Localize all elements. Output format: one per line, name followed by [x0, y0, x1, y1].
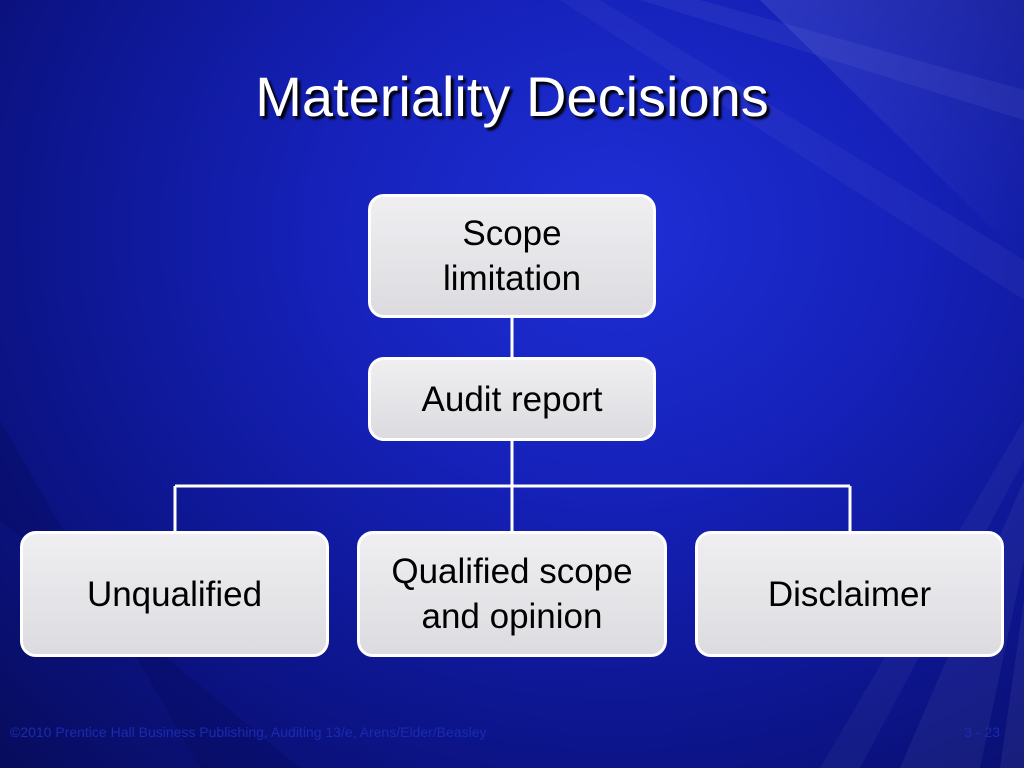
node-scope-limitation-line1: Scope — [462, 214, 562, 253]
node-unqualified: Unqualified — [20, 531, 329, 657]
node-scope-limitation-line2: limitation — [442, 259, 582, 298]
node-scope-limitation: Scope limitation — [368, 194, 656, 318]
node-qualified-line2: and opinion — [421, 597, 603, 636]
node-audit-report-label: Audit report — [421, 379, 603, 419]
node-qualified-line1: Qualified scope — [391, 552, 633, 591]
node-unqualified-line1: Unqualified — [86, 574, 263, 614]
footer-copyright: ©2010 Prentice Hall Business Publishing,… — [10, 724, 487, 740]
footer-slide-number: 3 - 23 — [964, 724, 1000, 740]
node-audit-report: Audit report — [368, 357, 656, 441]
slide-title: Materiality Decisions — [255, 65, 769, 128]
node-qualified-scope-and-opinion: Qualified scope and opinion — [357, 531, 667, 657]
node-disclaimer-line1: Disclaimer — [767, 574, 932, 614]
node-disclaimer: Disclaimer — [695, 531, 1004, 657]
